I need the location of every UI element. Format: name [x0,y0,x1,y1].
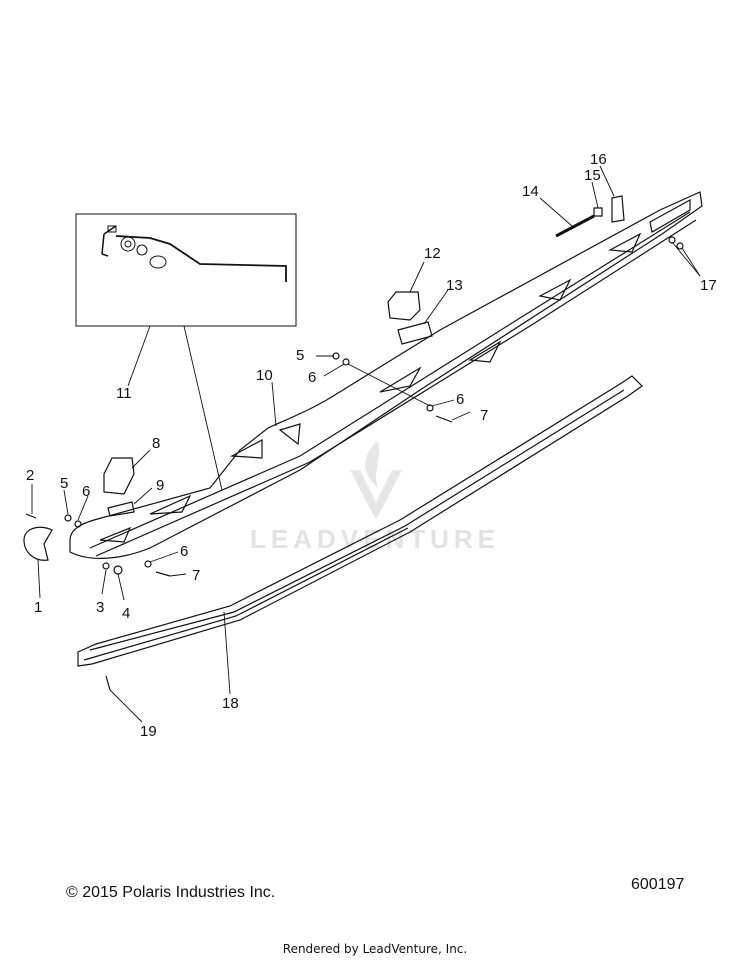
drawing-number: 600197 [631,876,685,893]
callout-9: 9 [156,477,164,494]
inset-box [75,213,297,327]
callout-7: 7 [192,567,200,584]
callout-4: 4 [122,605,130,622]
callout-11: 11 [116,385,132,402]
watermark: LEADVENTURE [250,440,500,554]
callout-12: 12 [424,245,441,262]
callout-15: 15 [584,167,601,184]
callout-6: 6 [180,543,188,560]
callout-1: 1 [34,599,42,616]
callout-6: 6 [456,391,464,408]
callout-6: 6 [308,369,316,386]
callout-10: 10 [256,367,273,384]
callouts: 1 2 3 4 5 5 6 6 6 6 7 7 8 9 10 11 12 13 … [26,151,717,740]
callout-5: 5 [60,475,68,492]
rendered-by-text: Rendered by LeadVenture, Inc. [282,942,468,956]
copyright-text: © 2015 Polaris Industries Inc. [66,884,276,901]
watermark-logo [350,440,402,520]
leader-lines [31,165,701,723]
callout-3: 3 [96,599,104,616]
callout-13: 13 [446,277,463,294]
callout-8: 8 [152,435,160,452]
part-glyphs [23,195,684,691]
callout-16: 16 [590,151,607,168]
callout-5: 5 [296,347,304,364]
callout-14: 14 [522,183,539,200]
lower-rail [77,375,643,667]
callout-2: 2 [26,467,34,484]
callout-7: 7 [480,407,488,424]
callout-19: 19 [140,723,157,740]
watermark-text: LEADVENTURE [250,524,500,554]
callout-17: 17 [700,277,717,294]
callout-18: 18 [222,695,239,712]
rail-assembly [69,191,703,559]
callout-6: 6 [82,483,90,500]
